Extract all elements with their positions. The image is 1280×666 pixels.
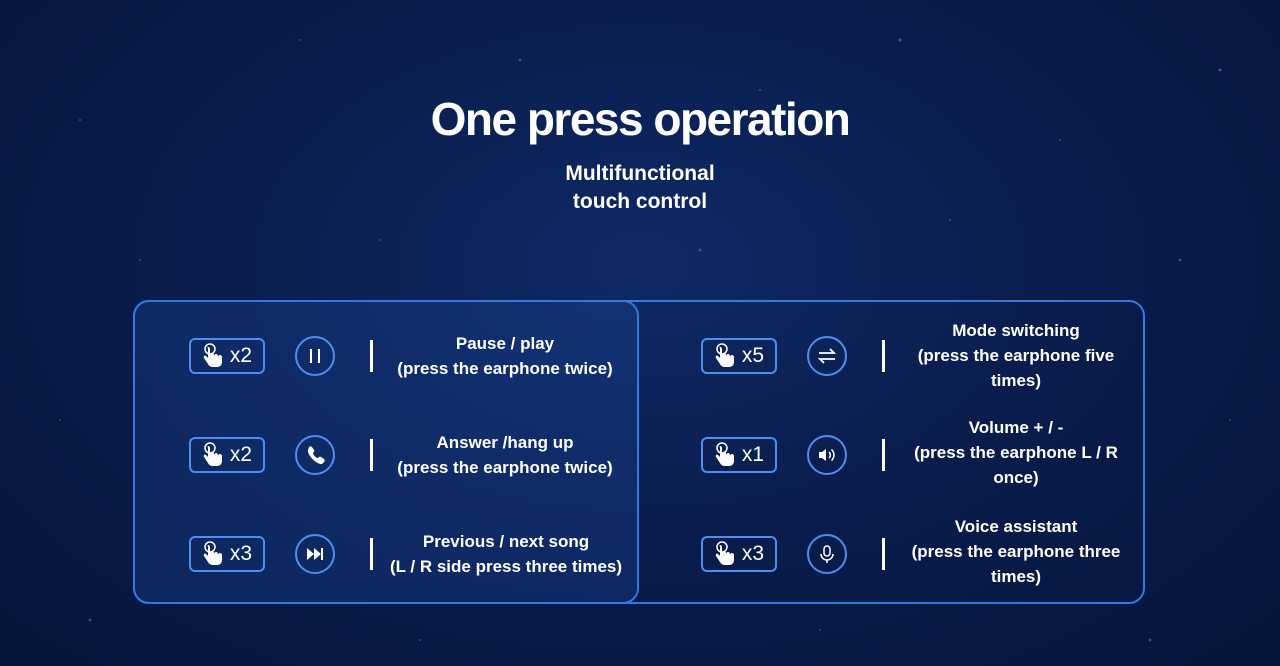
control-title: Answer /hang up xyxy=(436,433,574,452)
tap-count-badge: x5 xyxy=(701,338,777,374)
control-title: Voice assistant xyxy=(954,517,1078,536)
control-detail: (press the earphone L / R xyxy=(914,443,1118,462)
divider xyxy=(882,538,885,570)
control-description: Volume + / - (press the earphone L / R o… xyxy=(896,415,1136,490)
switch-arrows-icon xyxy=(807,336,847,376)
tap-count: x3 xyxy=(741,542,765,565)
finger-tap-icon xyxy=(203,442,222,466)
control-title: Mode switching xyxy=(952,321,1080,340)
tap-count-badge: x2 xyxy=(189,338,265,374)
control-detail: (press the earphone five xyxy=(917,346,1115,365)
divider xyxy=(370,538,373,570)
divider xyxy=(882,439,885,471)
control-detail-cont: once) xyxy=(993,468,1039,487)
tap-count: x2 xyxy=(229,443,253,466)
control-row-voice: x3 Voice assistant (press the earphone t… xyxy=(640,517,1140,586)
subtitle-line-1: Multifunctional xyxy=(565,162,715,185)
tap-count: x3 xyxy=(229,542,253,565)
control-detail: (press the earphone three xyxy=(911,542,1121,561)
control-description: Voice assistant (press the earphone thre… xyxy=(896,514,1136,589)
control-title: Previous / next song xyxy=(422,532,590,551)
control-description: Previous / next song (L / R side press t… xyxy=(380,529,632,579)
finger-tap-icon xyxy=(203,343,222,367)
tap-count-badge: x2 xyxy=(189,437,265,473)
control-row-answer: x2 Answer /hang up (press the earphone t… xyxy=(0,427,640,487)
volume-icon xyxy=(807,435,847,475)
tap-count-badge: x3 xyxy=(189,536,265,572)
divider xyxy=(370,340,373,372)
control-description: Mode switching (press the earphone five … xyxy=(896,318,1136,393)
phone-icon xyxy=(295,435,335,475)
control-detail: (press the earphone twice) xyxy=(397,359,613,378)
finger-tap-icon xyxy=(715,343,734,367)
divider xyxy=(882,340,885,372)
page-title: One press operation xyxy=(430,93,851,145)
control-row-mode: x5 Mode switching (press the earphone fi… xyxy=(640,321,1140,390)
microphone-icon xyxy=(807,534,847,574)
subtitle: Multifunctional touch control xyxy=(0,160,1280,216)
subtitle-line-2: touch control xyxy=(572,190,708,213)
control-title: Pause / play xyxy=(455,334,555,353)
finger-tap-icon xyxy=(715,442,734,466)
finger-tap-icon xyxy=(203,541,222,565)
tap-count-badge: x1 xyxy=(701,437,777,473)
control-description: Answer /hang up (press the earphone twic… xyxy=(382,430,628,480)
control-description: Pause / play (press the earphone twice) xyxy=(382,331,628,381)
control-detail-cont: times) xyxy=(990,371,1042,390)
control-row-volume: x1 Volume + / - (press the earphone L / … xyxy=(640,418,1140,487)
tap-count-badge: x3 xyxy=(701,536,777,572)
tap-count: x2 xyxy=(229,344,253,367)
pause-icon xyxy=(295,336,335,376)
finger-tap-icon xyxy=(715,541,734,565)
divider xyxy=(370,439,373,471)
tap-count: x1 xyxy=(741,443,765,466)
control-row-song: x3 Previous / next song (L / R side pres… xyxy=(0,526,640,586)
control-detail: (press the earphone twice) xyxy=(397,458,613,477)
tap-count: x5 xyxy=(741,344,765,367)
skip-forward-icon xyxy=(295,534,335,574)
control-detail: (L / R side press three times) xyxy=(389,557,623,576)
control-row-pause: x2 Pause / play (press the earphone twic… xyxy=(0,328,640,388)
control-title: Volume + / - xyxy=(968,418,1064,437)
control-detail-cont: times) xyxy=(990,567,1042,586)
